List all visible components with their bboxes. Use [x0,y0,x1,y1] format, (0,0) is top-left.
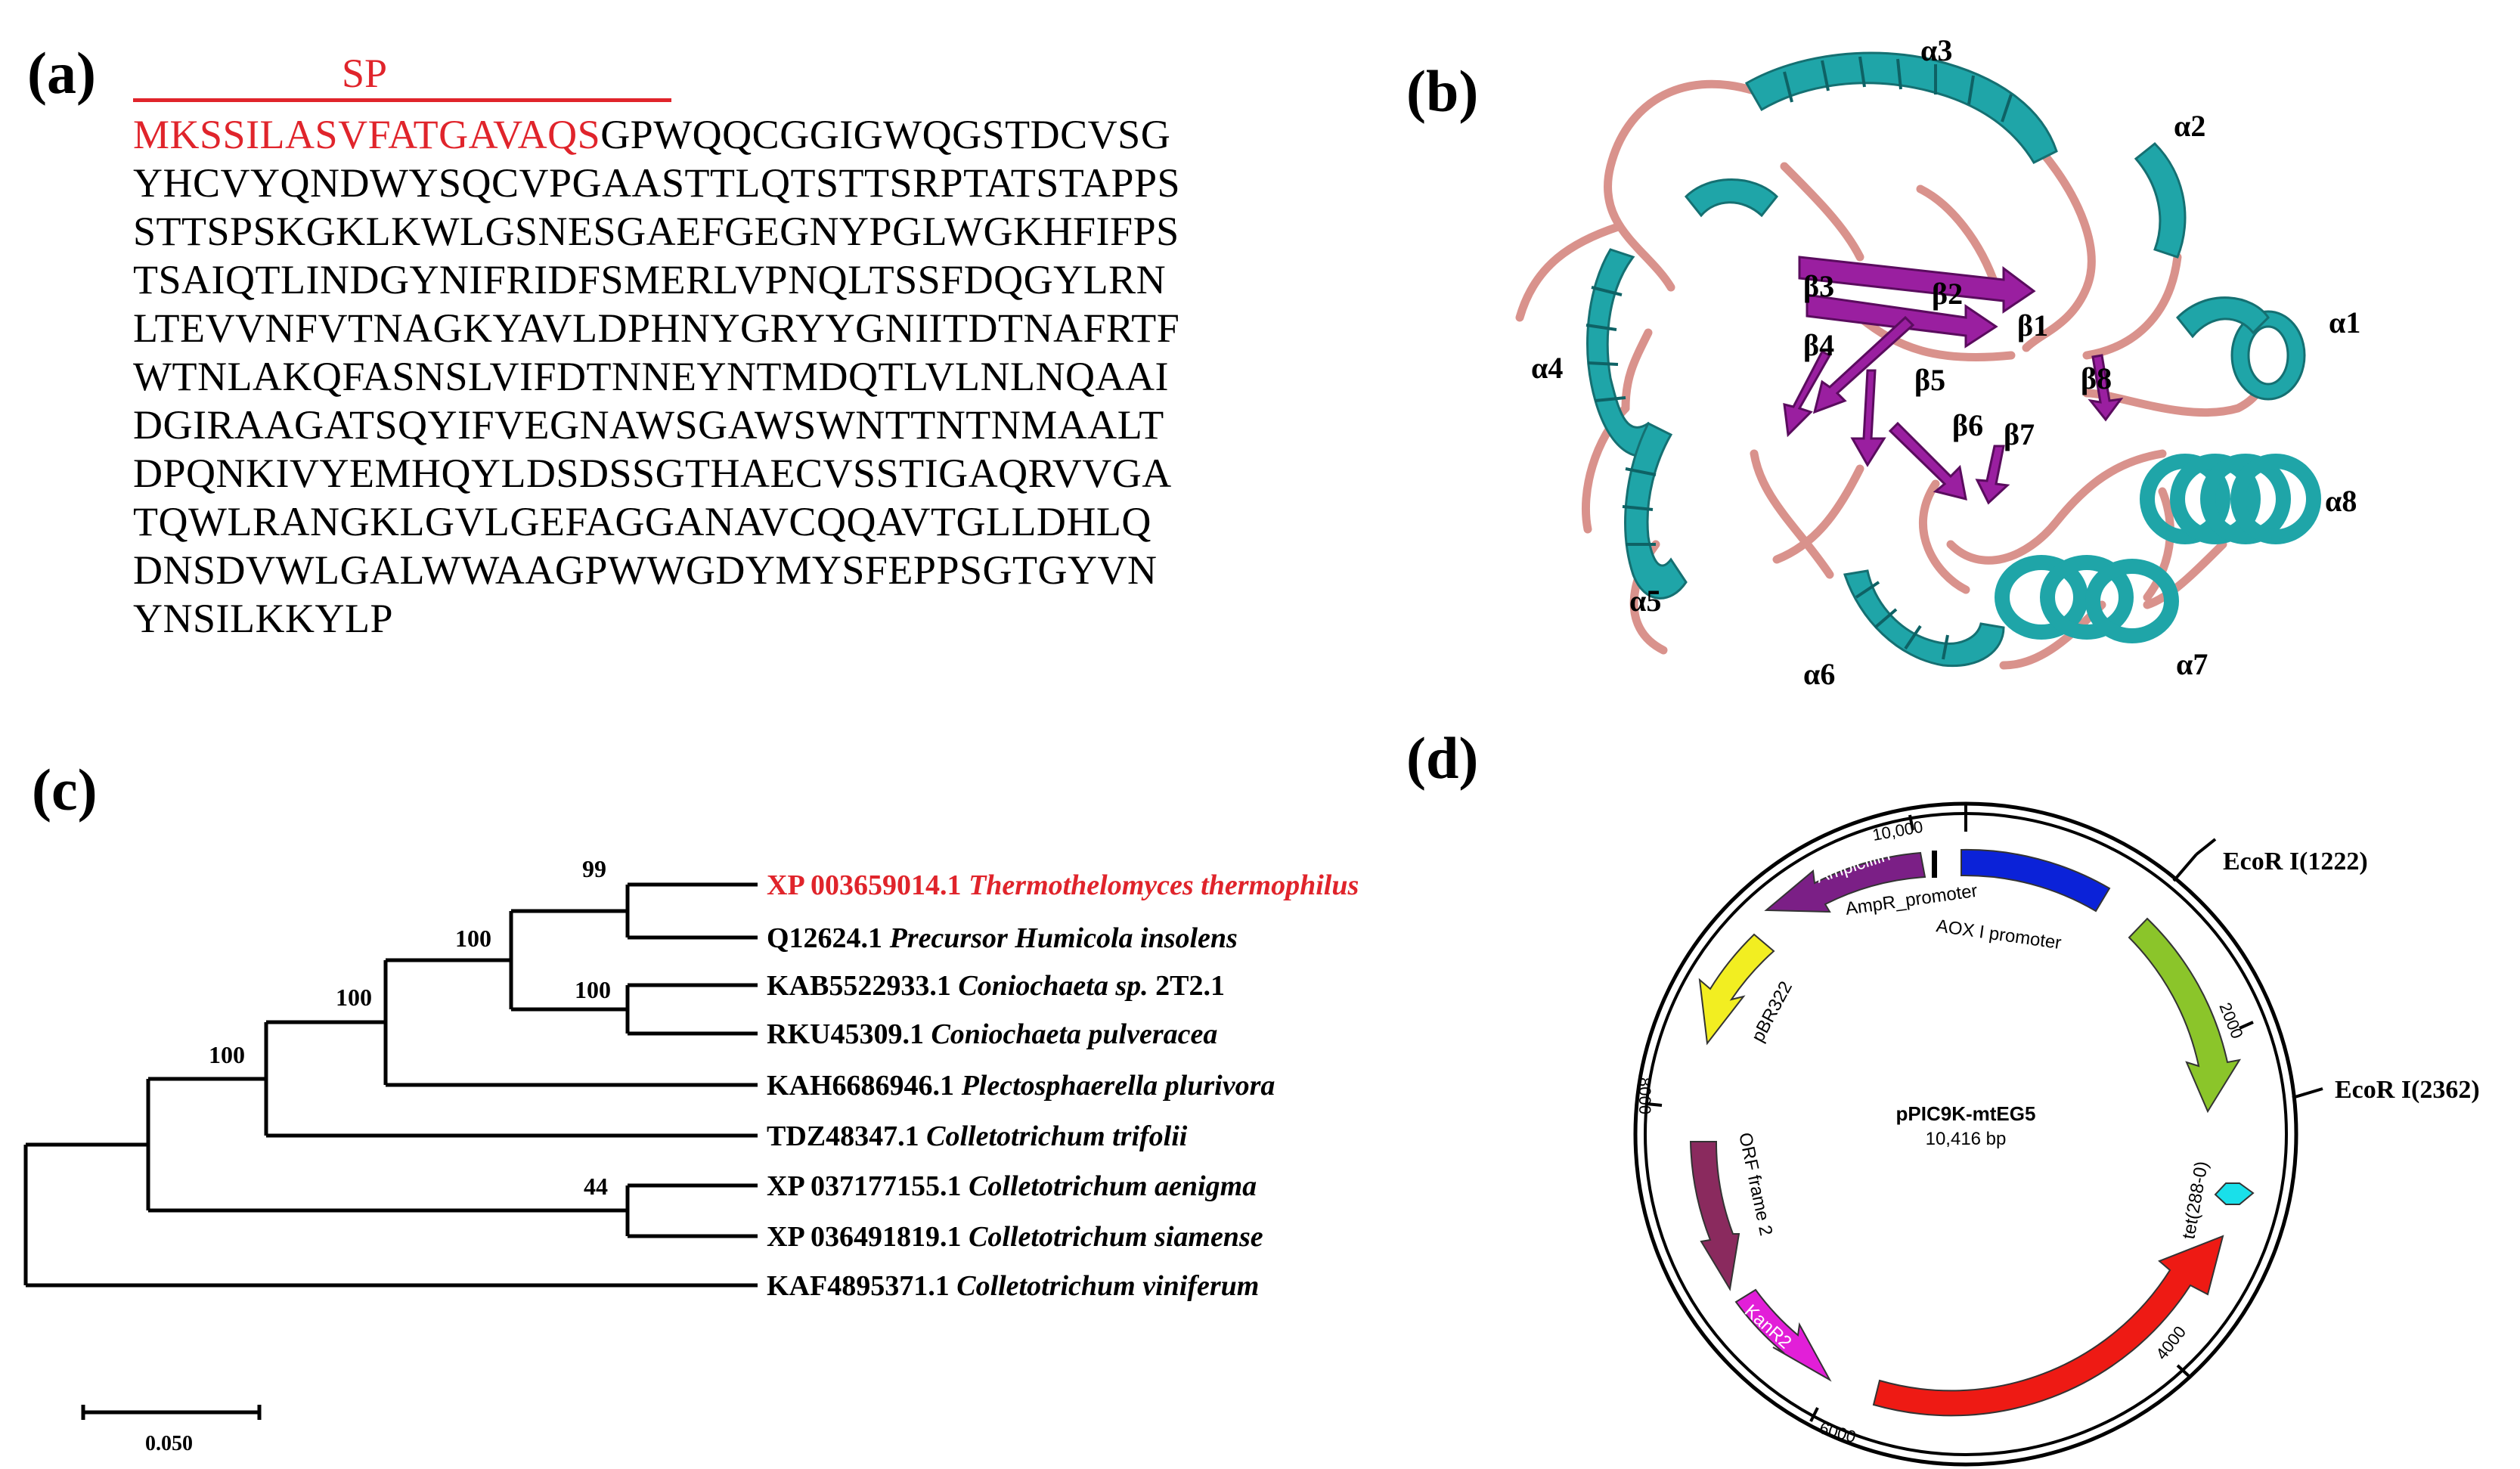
label-beta2: β2 [1932,277,1963,311]
leaf-label: KAF4895371.1 Colletotrichum viniferum [767,1270,1259,1302]
sequence-line: LTEVVNFVTNAGKYAVLDPHNYGRYYGNIITDTNAFRTF [133,305,1180,351]
sequence-line: STTSPSKGKLKWLGSNESGAEFGEGNYPGLWGKHFIFPS [133,209,1179,254]
label-alpha4: α4 [1531,351,1563,385]
label-beta6: β6 [1952,408,1983,442]
signal-peptide-sequence: MKSSILASVFATGAVAQS [133,112,601,157]
plasmid-name: pPIC9K-mtEG5 [1896,1102,2036,1125]
label-beta5: β5 [1914,363,1945,397]
protein-sequence: MKSSILASVFATGAVAQSGPWQQCGGIGWQGSTDCVSG Y… [133,110,1180,643]
bootstrap-values: 99 100 100 100 100 44 0.050 [145,855,611,1455]
phylogenetic-tree [23,882,758,1420]
label-beta3: β3 [1803,269,1834,303]
leaf-label: KAB5522933.1 Coniochaeta sp. 2T2.1 [767,970,1225,1002]
bootstrap-value: 100 [455,925,491,952]
feature-pbr322 [1698,933,1775,1046]
bootstrap-value: 44 [584,1173,608,1200]
label-beta8: β8 [2081,361,2112,395]
label-beta1: β1 [2017,308,2048,342]
bootstrap-value: 100 [209,1041,245,1068]
sequence-line-1: GPWQQCGGIGWQGSTDCVSG [600,112,1171,157]
tick-label: 8000 [1635,1077,1654,1114]
feature-label-aox-promoter: AOX I promoter [1935,916,2063,953]
leaf-label: XP 036491819.1 Colletotrichum siamense [767,1221,1263,1253]
panel-label-a: (a) [27,40,96,106]
ecori-site-1222: EcoR I(1222) [2223,848,2368,876]
bootstrap-value: 99 [582,855,606,882]
label-alpha8: α8 [2325,484,2357,518]
feature-aox-promoter [1961,848,2111,913]
label-alpha5: α5 [1629,584,1661,618]
label-alpha6: α6 [1803,657,1835,691]
feature-mteg5 [2128,917,2242,1114]
label-alpha1: α1 [2329,305,2360,339]
plasmid-map: Ampicillin AmpR_promoter AOX I promoter … [1633,801,2480,1467]
panel-label-c: (c) [32,757,98,823]
sequence-line: DPQNKIVYEMHQYLDSDSSGTHAECVSSTIGAQRVVGA [133,451,1172,496]
feature-ampicillin [1764,851,1926,913]
label-beta7: β7 [2004,417,2035,451]
leaf-label: RKU45309.1 Coniochaeta pulveracea [767,1018,1217,1050]
tick-label: 10,000 [1871,817,1925,845]
plasmid-ticks [1646,804,2323,1422]
sequence-line: WTNLAKQFASNSLVIFDTNNEYNTMDQTLVLNLNQAAI [133,354,1169,399]
tree-leaf-labels: XP 003659014.1 Thermothelomyces thermoph… [767,869,1359,1302]
loop-regions [1515,79,2270,670]
leaf-label: Q12624.1 Precursor Humicola insolens [767,922,1238,954]
feature-kanr2 [1734,1288,1832,1382]
bootstrap-value: 100 [575,976,611,1003]
sequence-line: YNSILKKYLP [133,596,394,641]
signal-peptide-bar [133,98,671,102]
signal-peptide-label: SP [342,51,388,96]
plasmid-size: 10,416 bp [1926,1129,2007,1149]
sequence-line: DNSDVWLGALWWAAGPWWGDYMYSFEPPSGTGYVN [133,547,1158,593]
label-alpha2: α2 [2174,109,2205,143]
structure-labels: α1 α2 α3 α4 α5 α6 α7 α8 β1 β2 β3 β4 β5 β… [1531,33,2360,691]
label-alpha7: α7 [2176,647,2208,681]
feature-label-orf-frame2: ORF frame 2 [1734,1131,1776,1238]
feature-label-pbr322: pBR322 [1747,978,1796,1046]
feature-his4 [1872,1235,2224,1417]
leaf-label: KAH6686946.1 Plectosphaerella plurivora [767,1070,1275,1102]
leaf-label-highlight: XP 003659014.1 Thermothelomyces thermoph… [767,869,1359,901]
tick-label: 4000 [2152,1322,2190,1363]
label-alpha3: α3 [1920,33,1952,67]
feature-ampr-promoter [1932,851,1937,878]
leaf-label: XP 037177155.1 Colletotrichum aenigma [767,1170,1257,1202]
protein-structure: α1 α2 α3 α4 α5 α6 α7 α8 β1 β2 β3 β4 β5 β… [1515,33,2360,691]
feature-orf-frame2 [1689,1141,1740,1291]
beta-strands [1783,256,2124,505]
scale-bar-label: 0.050 [145,1432,193,1455]
leaf-label: TDZ48347.1 Colletotrichum trifolii [767,1120,1188,1152]
label-beta4: β4 [1803,328,1834,362]
panel-label-b: (b) [1406,58,1479,124]
bootstrap-value: 100 [336,984,372,1011]
sequence-line: YHCVYQNDWYSQCVPGAASTTLQTSTTSRPTATSTAPPS [133,160,1181,206]
sequence-line: TSAIQTLINDGYNIFRIDFSMERLVPNQLTSSFDQGYLRN [133,257,1167,302]
panel-label-d: (d) [1406,725,1479,791]
ecori-site-line [2195,838,2217,856]
plasmid-features [1689,848,2255,1417]
feature-tet [2214,1182,2255,1205]
tick-label: 6000 [1818,1418,1858,1447]
sequence-line: TQWLRANGKLGVLGEFAGGANAVCQQAVTGLLDHLQ [133,499,1152,544]
helices [1585,51,2321,668]
feature-label-tet: tet(288-0) [2178,1160,2212,1241]
sequence-line: DGIRAAGATSQYIFVEGNAWSGAWSWNTTNTNMAALT [133,402,1164,448]
ecori-site-2362: EcoR I(2362) [2335,1076,2480,1104]
